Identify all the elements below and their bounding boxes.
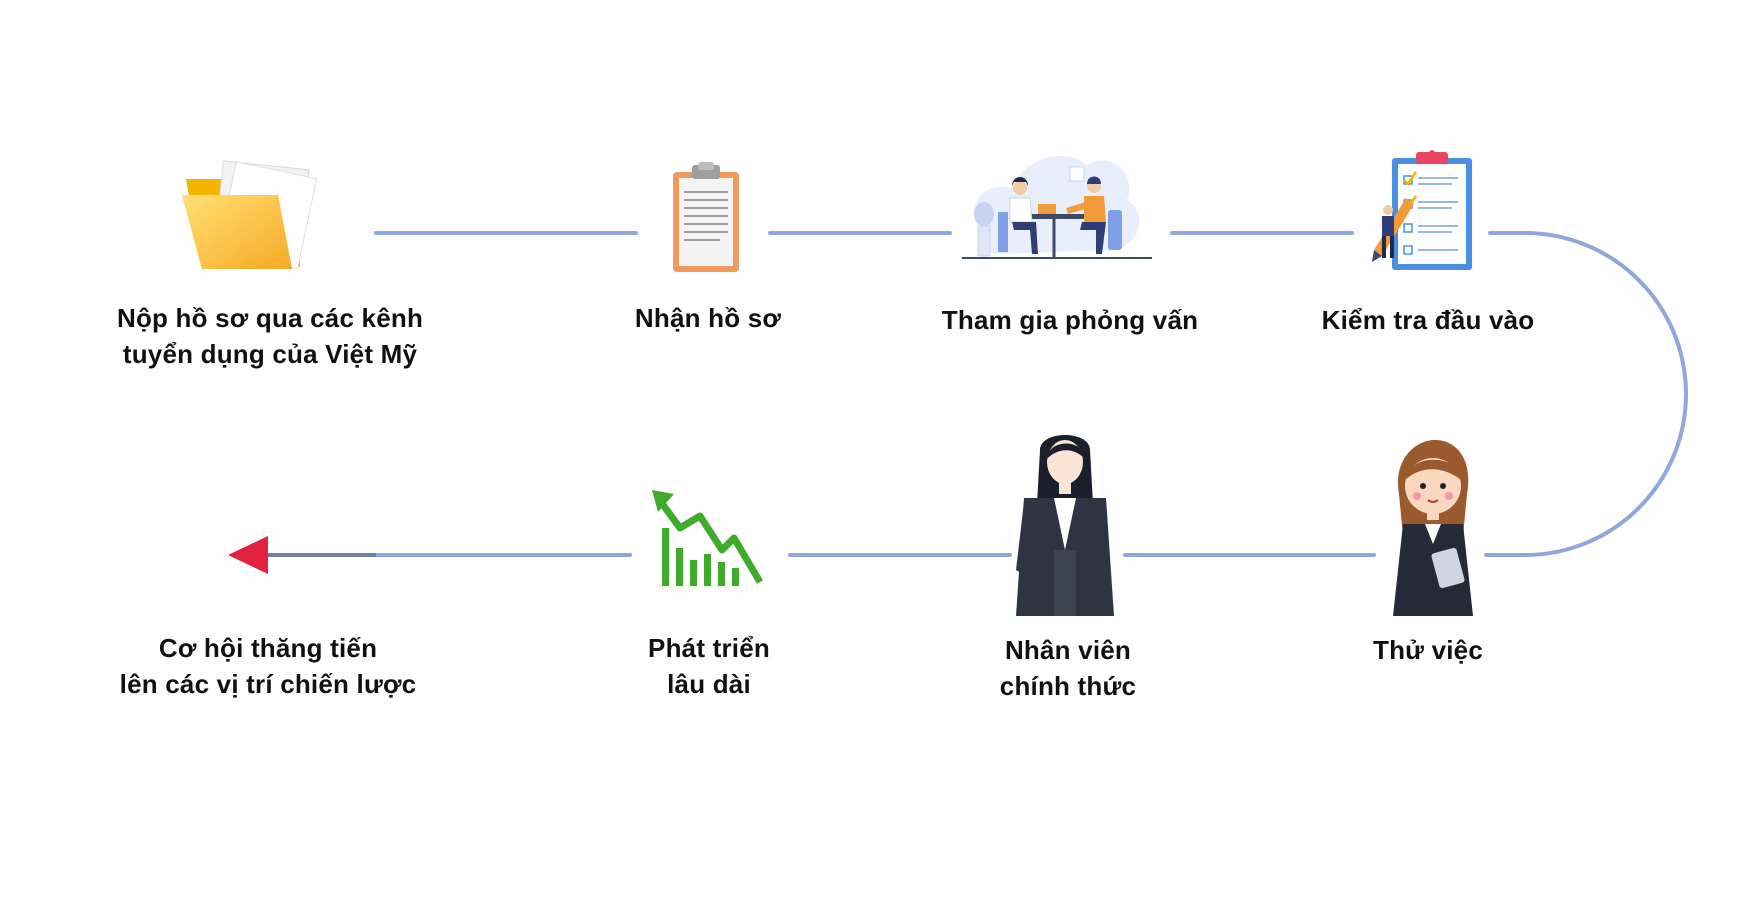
- interview-icon: [962, 155, 1152, 259]
- step-label-long-term-growth: Phát triển lâu dài: [648, 630, 770, 702]
- step-label-official-employee: Nhân viên chính thức: [1000, 632, 1136, 704]
- businesswoman-icon: [1016, 435, 1114, 616]
- step-label-submit: Nộp hồ sơ qua các kênh tuyển dụng của Vi…: [117, 300, 423, 372]
- step-label-probation: Thử việc: [1373, 632, 1483, 668]
- step-label-line: chính thức: [999, 671, 1137, 701]
- step-label-promotion: Cơ hội thăng tiến lên các vị trí chiến l…: [120, 630, 417, 702]
- step-label-line: Phát triển: [648, 633, 770, 663]
- step-label-line: Tham gia phỏng vấn: [941, 305, 1199, 335]
- step-label-line: Thử việc: [1372, 635, 1484, 665]
- step-label-line: tuyển dụng của Việt Mỹ: [122, 339, 418, 369]
- trainee-girl-icon: [1393, 440, 1473, 616]
- step-label-line: lên các vị trí chiến lược: [119, 669, 417, 699]
- step-label-line: Nộp hồ sơ qua các kênh: [116, 303, 424, 333]
- step-label-line: lâu dài: [667, 669, 751, 699]
- step-label-line: Nhân viên: [1004, 635, 1132, 665]
- arrow-head-icon: [228, 536, 268, 574]
- step-label-entrance-test: Kiểm tra đầu vào: [1322, 302, 1535, 338]
- connector-curve: [1484, 231, 1688, 557]
- step-label-line: Kiểm tra đầu vào: [1321, 305, 1535, 335]
- step-label-line: Cơ hội thăng tiến: [158, 633, 378, 663]
- step-label-interview: Tham gia phỏng vấn: [942, 302, 1198, 338]
- step-label-receive: Nhận hồ sơ: [635, 300, 781, 336]
- checklist-icon: [1372, 150, 1472, 270]
- step-label-line: Nhận hồ sơ: [634, 303, 782, 333]
- growth-chart-icon: [652, 490, 764, 586]
- clipboard-icon: [673, 162, 739, 272]
- folder-icon: [182, 160, 318, 270]
